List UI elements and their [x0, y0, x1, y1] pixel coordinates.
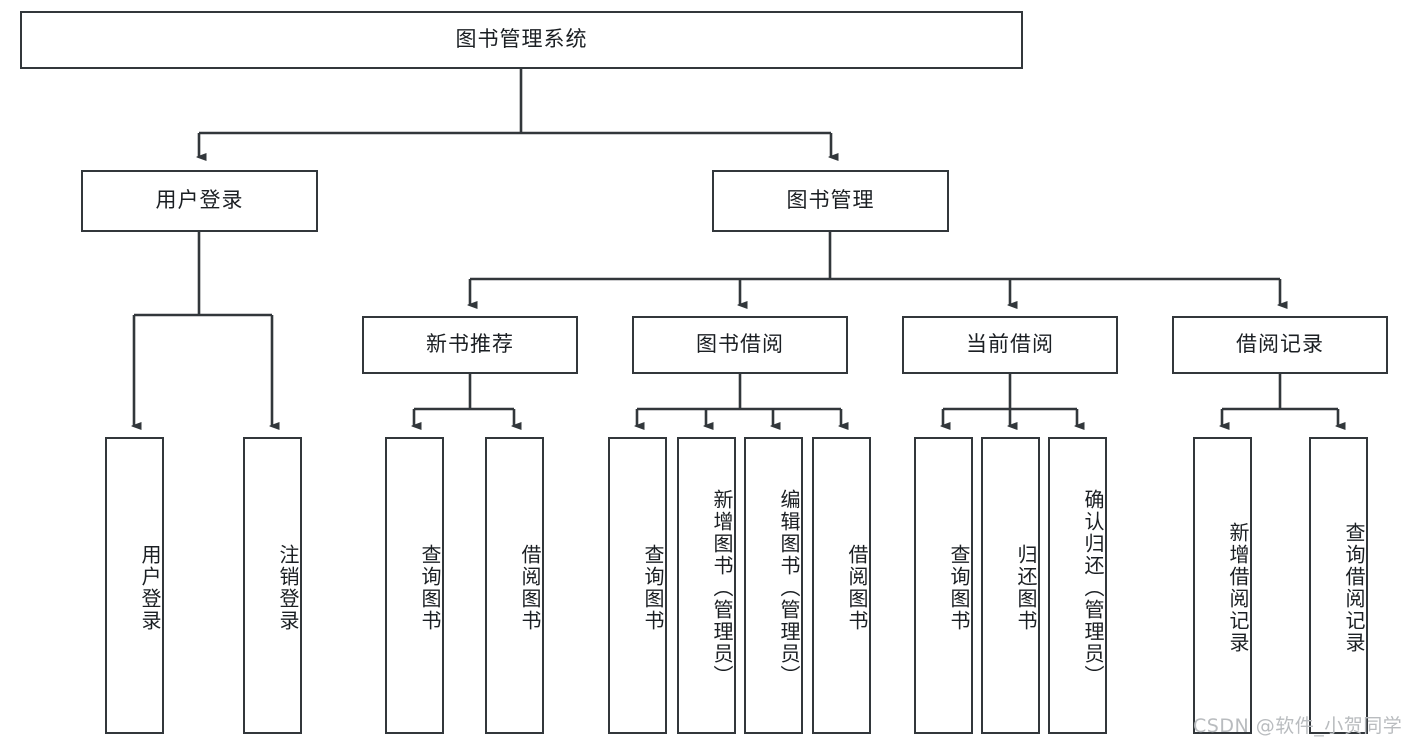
node-leaf-borrow-book-2[interactable]: 借阅图书	[812, 437, 871, 734]
node-label: 注销登录	[276, 543, 300, 632]
node-leaf-logout[interactable]: 注销登录	[243, 437, 302, 734]
csdn-watermark: CSDN @软件_小贺同学	[1193, 715, 1403, 737]
node-label: 归还图书	[1014, 543, 1038, 632]
node-label: 用户登录	[138, 543, 162, 632]
node-label: 图书管理系统	[455, 27, 588, 52]
node-label: 查询图书	[418, 543, 442, 632]
node-leaf-borrow-book-1[interactable]: 借阅图书	[485, 437, 544, 734]
node-label: 图书管理	[786, 188, 875, 213]
node-label: 借阅图书	[518, 543, 542, 632]
node-leaf-query-book-2[interactable]: 查询图书	[608, 437, 667, 734]
node-leaf-query-book-3[interactable]: 查询图书	[914, 437, 973, 734]
node-label: 查询图书	[641, 543, 665, 632]
node-label: 借阅记录	[1236, 332, 1324, 357]
node-label: 图书借阅	[696, 332, 784, 357]
node-user-login[interactable]: 用户登录	[81, 170, 318, 232]
node-label: 新书推荐	[426, 332, 514, 357]
node-label: 用户登录	[155, 188, 244, 213]
node-leaf-add-book[interactable]: 新增图书（管理员）	[677, 437, 736, 734]
node-label: 新增借阅记录	[1226, 521, 1250, 654]
node-leaf-return-book[interactable]: 归还图书	[981, 437, 1040, 734]
node-new-book-rec[interactable]: 新书推荐	[362, 316, 578, 374]
node-label: 查询图书	[947, 543, 971, 632]
node-leaf-edit-book[interactable]: 编辑图书（管理员）	[744, 437, 803, 734]
node-label: 借阅图书	[845, 543, 869, 632]
node-current-borrow[interactable]: 当前借阅	[902, 316, 1118, 374]
node-leaf-confirm-return[interactable]: 确认归还（管理员）	[1048, 437, 1107, 734]
node-root[interactable]: 图书管理系统	[20, 11, 1023, 69]
node-book-borrow[interactable]: 图书借阅	[632, 316, 848, 374]
node-label: 查询借阅记录	[1342, 521, 1366, 654]
node-label: 编辑图书（管理员）	[777, 488, 801, 687]
node-label: 确认归还（管理员）	[1081, 488, 1105, 687]
node-leaf-user-login[interactable]: 用户登录	[105, 437, 164, 734]
node-label: 新增图书（管理员）	[710, 488, 734, 687]
node-leaf-query-record[interactable]: 查询借阅记录	[1309, 437, 1368, 734]
node-leaf-add-record[interactable]: 新增借阅记录	[1193, 437, 1252, 734]
node-borrow-record[interactable]: 借阅记录	[1172, 316, 1388, 374]
node-book-manage[interactable]: 图书管理	[712, 170, 949, 232]
node-label: 当前借阅	[966, 332, 1054, 357]
node-leaf-query-book-1[interactable]: 查询图书	[385, 437, 444, 734]
